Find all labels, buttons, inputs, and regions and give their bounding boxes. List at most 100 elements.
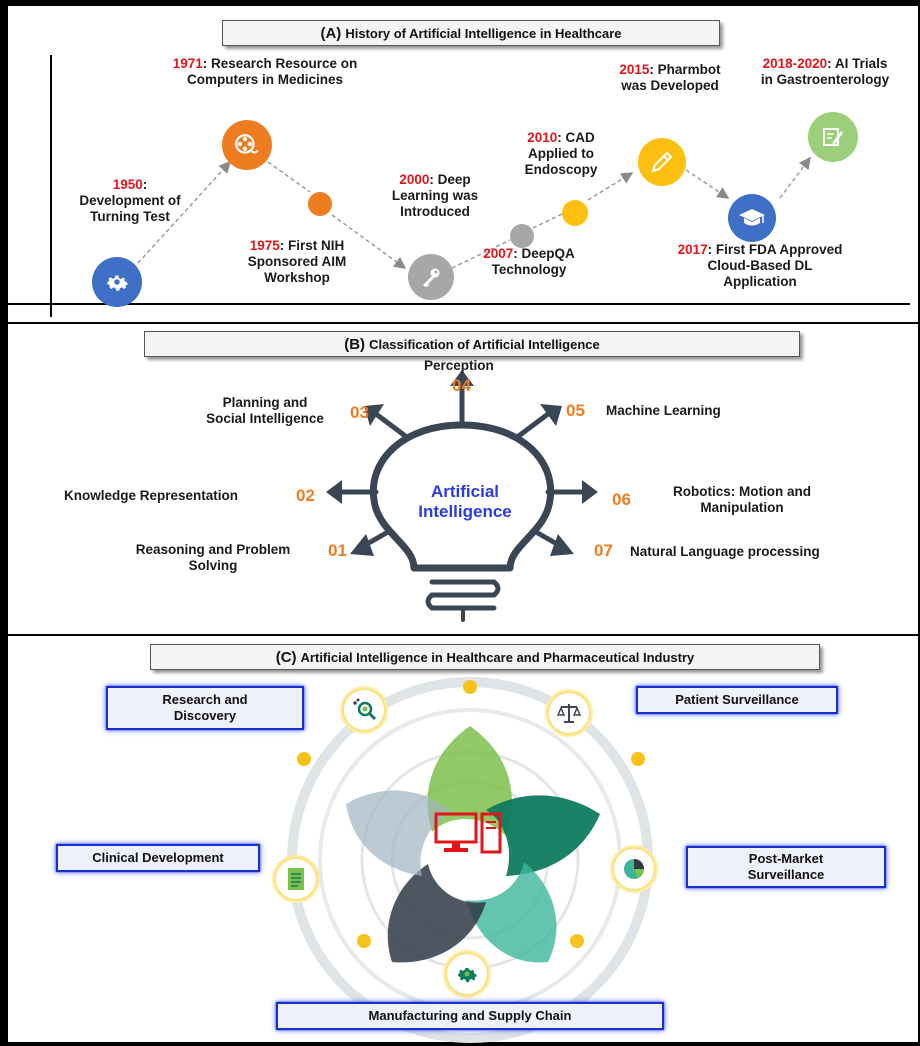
event-2010-year: 2010 xyxy=(527,130,558,145)
edit-document-icon xyxy=(823,128,843,146)
timeline-node-2017 xyxy=(728,194,776,242)
ring-dot xyxy=(357,934,371,948)
class-num-02: 02 xyxy=(296,486,315,505)
microscope-node xyxy=(344,690,384,730)
event-2000: 2000: Deep Learning was Introduced xyxy=(370,172,500,220)
ai-center-label-line2: Intelligence xyxy=(418,502,512,521)
box-research-line2: Discovery xyxy=(173,708,237,723)
timeline-x-axis xyxy=(8,303,910,305)
lightbulb-diagram xyxy=(326,370,598,622)
panel-c-title: (C) Artificial Intelligence in Healthcar… xyxy=(150,644,820,670)
divider-a-b xyxy=(8,322,920,324)
star-petal-right xyxy=(486,795,600,876)
timeline-node-2018-2020 xyxy=(808,112,858,162)
class-label-01-line2: Solving xyxy=(188,558,238,573)
event-1971-text: : Research Resource on xyxy=(202,56,358,71)
timeline-node-2000 xyxy=(408,254,454,300)
timeline-connectors xyxy=(137,156,811,269)
star-petal-bottom-right xyxy=(466,862,557,963)
class-label-01-line1: Reasoning and Problem xyxy=(135,542,291,557)
ring-dot xyxy=(570,934,584,948)
event-2015-text2: was Developed xyxy=(621,78,719,93)
box-postmarket-line1: Post-Market xyxy=(748,851,824,866)
pencil-icon xyxy=(651,151,673,173)
key-icon xyxy=(423,268,440,287)
pie-chart-node xyxy=(614,849,654,889)
pie-chart-icon xyxy=(624,859,644,879)
event-2018-2020-text: : AI Trials xyxy=(827,56,888,71)
event-1950-text: : xyxy=(142,177,148,192)
graduation-cap-icon xyxy=(739,209,765,226)
box-manufacturing-label: Manufacturing and Supply Chain xyxy=(368,1008,572,1023)
event-2010-text2: Applied to xyxy=(528,146,594,161)
timeline-node-1950 xyxy=(92,257,142,307)
class-num-01: 01 xyxy=(328,541,347,560)
star-petal-bottom-left xyxy=(387,864,486,963)
class-num-04: 04 xyxy=(452,376,471,395)
class-label-06: Robotics: Motion and Manipulation xyxy=(652,484,832,516)
class-label-06-line2: Manipulation xyxy=(700,500,784,515)
timeline-node-2015 xyxy=(638,138,686,186)
event-2017: 2017: First FDA Approved Cloud-Based DL … xyxy=(650,242,870,290)
event-2018-2020-year: 2018-2020 xyxy=(762,56,828,71)
class-num-07: 07 xyxy=(594,541,613,560)
document-icon xyxy=(288,868,304,890)
class-label-03-line2: Social Intelligence xyxy=(206,411,324,426)
class-num-03: 03 xyxy=(350,403,369,422)
event-2018-2020: 2018-2020: AI Trials in Gastroenterology xyxy=(740,56,910,88)
event-2000-text: : Deep xyxy=(429,172,471,187)
class-label-01: Reasoning and Problem Solving xyxy=(110,542,316,574)
document-node xyxy=(276,859,316,899)
box-postmarket-line2: Surveillance xyxy=(747,867,825,882)
star-petal-left xyxy=(346,790,452,876)
box-research-line1: Research and xyxy=(162,692,248,707)
gear-icon xyxy=(458,968,477,983)
event-2017-text: : First FDA Approved xyxy=(707,242,843,257)
ai-center-label: Artificial Intelligence xyxy=(400,482,530,522)
panel-a-title-text: History of Artificial Intelligence in He… xyxy=(345,25,622,41)
event-1975-text2: Sponsored AIM xyxy=(247,254,347,269)
event-1971-text2: Computers in Medicines xyxy=(186,72,344,87)
box-patient-label: Patient Surveillance xyxy=(675,692,799,707)
class-label-02: Knowledge Representation xyxy=(64,488,239,503)
panel-b-title-text: Classification of Artificial Intelligenc… xyxy=(369,336,600,352)
ring-dot xyxy=(463,680,477,694)
event-2000-text2: Learning was xyxy=(391,188,479,203)
divider-b-c xyxy=(8,634,920,636)
event-2007-text: : DeepQA xyxy=(513,246,575,261)
event-2017-text3: Application xyxy=(723,274,797,289)
event-1975-year: 1975 xyxy=(249,238,280,253)
panel-b-title: (B) Classification of Artificial Intelli… xyxy=(144,331,800,357)
balance-scale-icon xyxy=(556,704,582,723)
box-manufacturing-supply-chain: Manufacturing and Supply Chain xyxy=(276,1002,664,1030)
class-label-04: Perception xyxy=(424,358,494,373)
event-2017-text2: Cloud-Based DL xyxy=(707,258,813,273)
timeline-node-1971 xyxy=(222,120,272,170)
event-1950-year: 1950 xyxy=(112,177,143,192)
event-2017-year: 2017 xyxy=(677,242,708,257)
class-label-03: Planning and Social Intelligence xyxy=(186,395,344,427)
event-1950: 1950: Development of Turning Test xyxy=(60,177,200,225)
event-2000-text3: Introduced xyxy=(400,204,470,219)
event-2010-text3: Endoscopy xyxy=(524,162,598,177)
ring-dot xyxy=(631,752,645,766)
event-1971-year: 1971 xyxy=(172,56,203,71)
event-2015-year: 2015 xyxy=(619,62,650,77)
panel-c-title-text: Artificial Intelligence in Healthcare an… xyxy=(300,649,695,665)
timeline-y-axis xyxy=(50,55,52,317)
ai-center-label-line1: Artificial xyxy=(430,482,500,501)
panel-c-letter: (C) xyxy=(275,648,297,666)
event-1975-text3: Workshop xyxy=(264,270,330,285)
timeline-node-2007 xyxy=(510,224,534,248)
event-1975: 1975: First NIH Sponsored AIM Workshop xyxy=(222,238,372,286)
timeline-node-1975 xyxy=(308,192,332,216)
class-label-06-line1: Robotics: Motion and xyxy=(673,484,811,499)
event-1950-text3: Turning Test xyxy=(90,209,170,224)
timeline-node-2010 xyxy=(562,200,588,226)
class-label-07: Natural Language processing xyxy=(630,544,820,559)
event-2007: 2007: DeepQA Technology xyxy=(464,246,594,278)
event-1971: 1971: Research Resource on Computers in … xyxy=(140,56,390,88)
